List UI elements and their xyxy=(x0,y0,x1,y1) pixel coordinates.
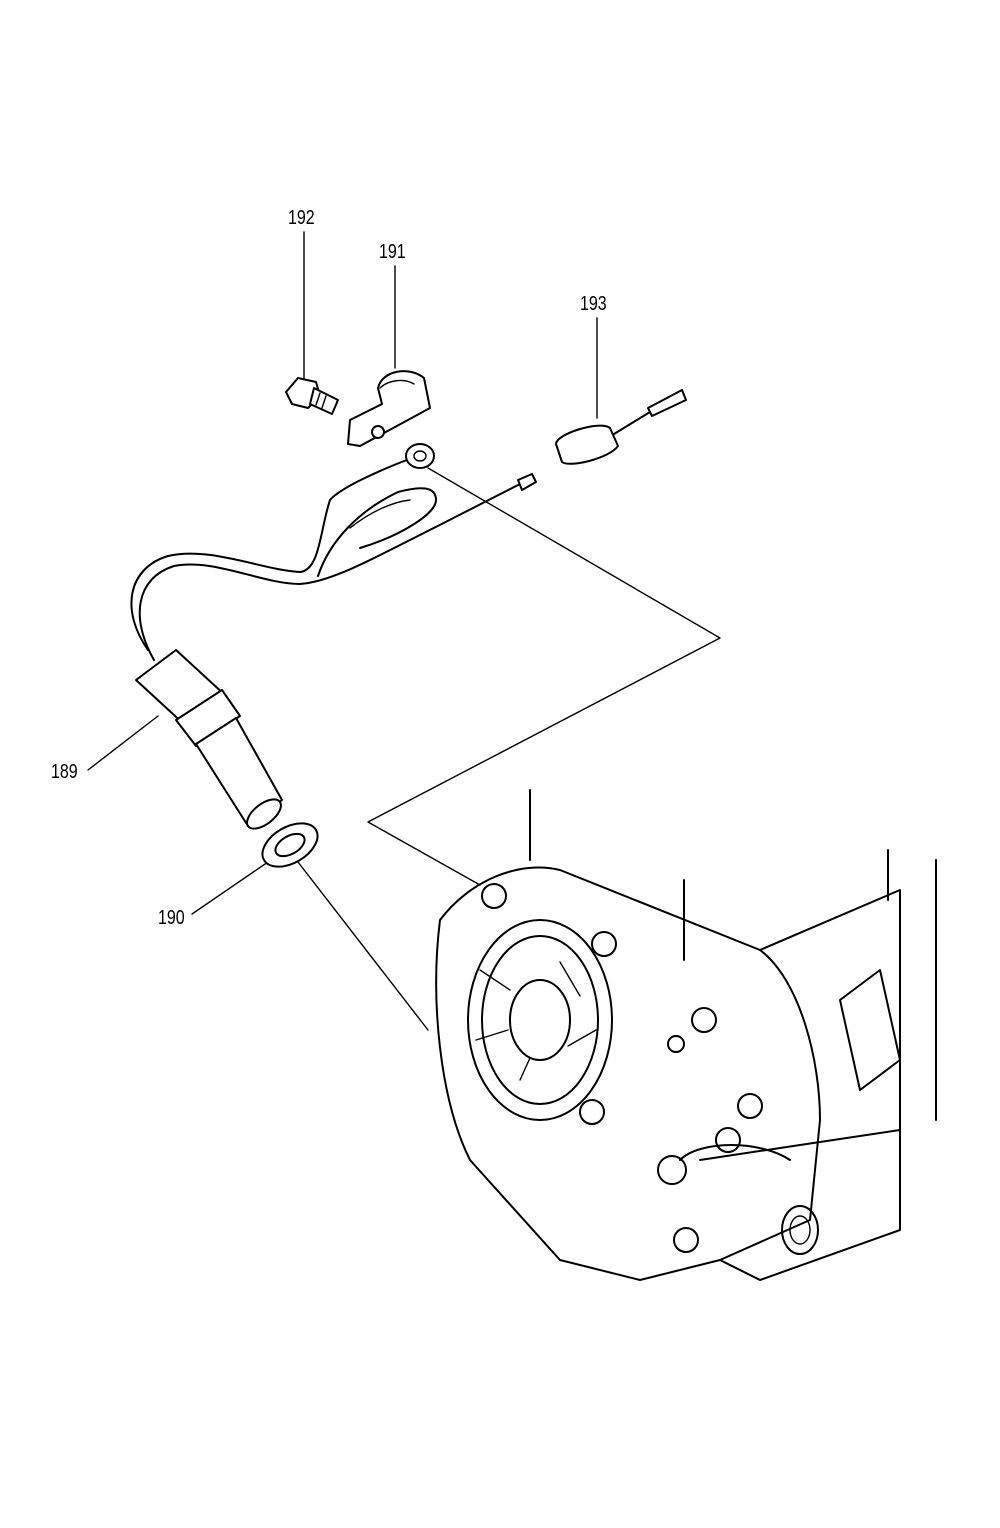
bolt-192 xyxy=(285,377,339,415)
part-label-191: 191 xyxy=(379,241,406,263)
washer-190 xyxy=(261,822,319,868)
connector-193 xyxy=(555,389,687,465)
ring-terminal xyxy=(405,443,435,469)
part-label-189: 189 xyxy=(51,761,78,783)
sensor-189 xyxy=(135,649,283,830)
clamp-191 xyxy=(347,370,431,447)
engine-housing xyxy=(435,789,937,1281)
assembly-guide-lines xyxy=(297,467,721,1031)
leader-lines xyxy=(87,231,598,915)
part-label-193: 193 xyxy=(580,293,607,315)
part-label-192: 192 xyxy=(288,207,315,229)
wire-harness xyxy=(130,457,537,661)
part-label-190: 190 xyxy=(158,907,185,929)
